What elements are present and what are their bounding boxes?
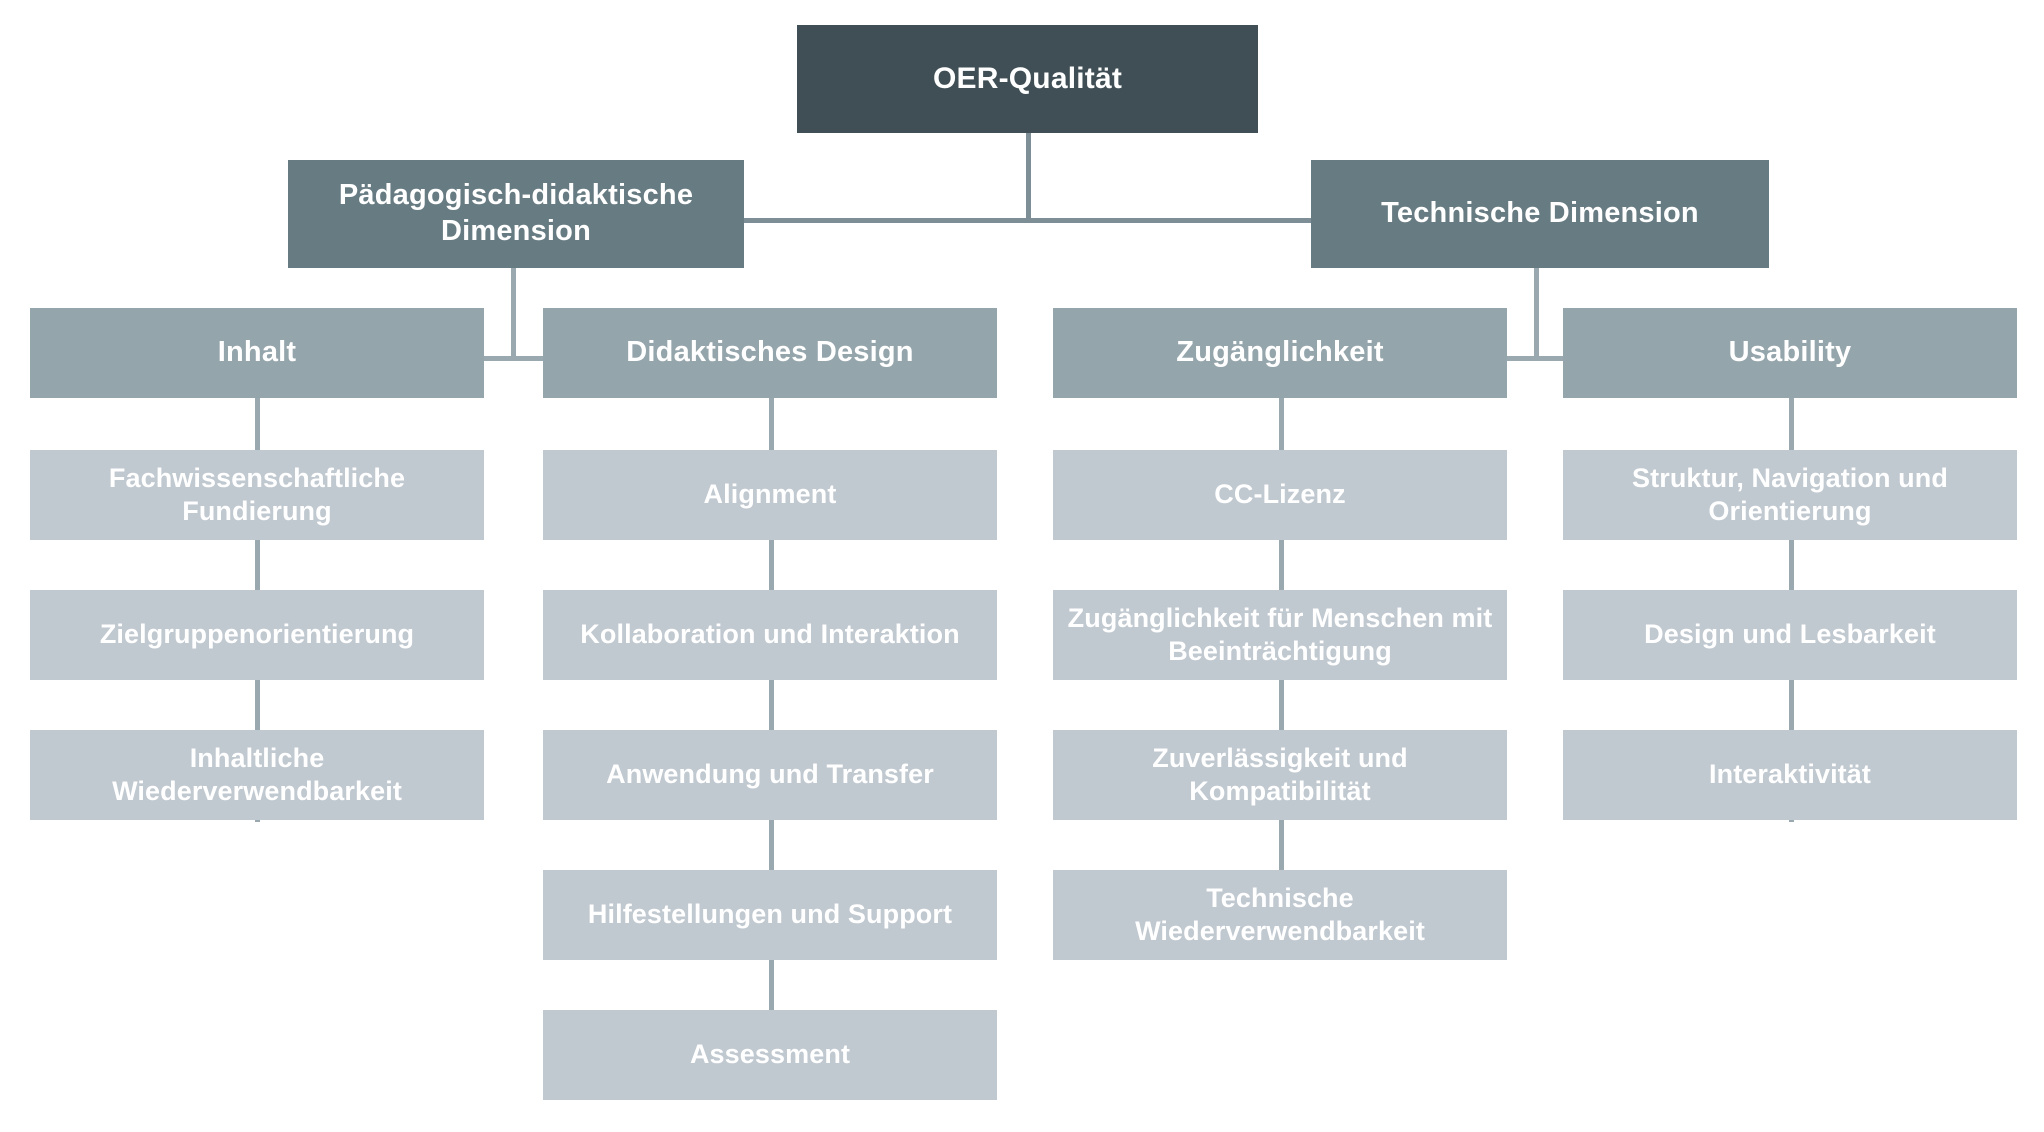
node-inhaltliche-wiederverwendbarkeit[interactable]: Inhaltliche Wiederverwendbarkeit [30, 730, 484, 820]
node-label: CC-Lizenz [1214, 479, 1346, 510]
node-didaktisches-design[interactable]: Didaktisches Design [543, 308, 997, 398]
node-technische-dimension[interactable]: Technische Dimension [1311, 160, 1769, 268]
node-label: Interaktivität [1709, 759, 1871, 790]
node-usability[interactable]: Usability [1563, 308, 2017, 398]
node-design-und-lesbarkeit[interactable]: Design und Lesbarkeit [1563, 590, 2017, 680]
node-technische-wiederverwendbarkeit[interactable]: Technische Wiederverwendbarkeit [1053, 870, 1507, 960]
connector-paed-stem [511, 268, 516, 360]
node-paedagogisch-didaktische-dimension[interactable]: Pädagogisch-didaktische Dimension [288, 160, 744, 268]
node-label: Zielgruppenorientierung [99, 619, 415, 650]
connector-paed-to-categories [480, 356, 548, 361]
node-label: Zugänglichkeit für Menschen mit Beeinträ… [1067, 602, 1493, 666]
node-zugaenglichkeit[interactable]: Zugänglichkeit [1053, 308, 1507, 398]
connector-tech-stem [1534, 218, 1539, 360]
node-label: Inhaltliche Wiederverwendbarkeit [112, 742, 402, 806]
node-label: Kollaboration und Interaktion [580, 619, 960, 650]
node-label: Zuverlässigkeit und Kompatibilität [1152, 742, 1408, 806]
connector-root-stem [1026, 133, 1031, 222]
node-label: Alignment [703, 479, 837, 510]
node-label: Assessment [689, 1039, 851, 1070]
node-label: Usability [1728, 336, 1852, 369]
node-label: OER-Qualität [932, 62, 1123, 96]
node-alignment[interactable]: Alignment [543, 450, 997, 540]
node-label: Didaktisches Design [626, 336, 914, 369]
node-anwendung-und-transfer[interactable]: Anwendung und Transfer [543, 730, 997, 820]
node-zielgruppenorientierung[interactable]: Zielgruppenorientierung [30, 590, 484, 680]
node-label: Struktur, Navigation und Orientierung [1632, 462, 1948, 526]
node-label: Inhalt [217, 336, 297, 369]
connector-tech-to-categories [1503, 356, 1571, 361]
connector-root-to-dimensions [740, 218, 1315, 223]
node-oer-qualitaet[interactable]: OER-Qualität [797, 25, 1258, 133]
node-cc-lizenz[interactable]: CC-Lizenz [1053, 450, 1507, 540]
node-label: Zugänglichkeit [1176, 336, 1384, 369]
node-interaktivitaet[interactable]: Interaktivität [1563, 730, 2017, 820]
node-label: Technische Dimension [1381, 197, 1699, 230]
node-label: Technische Wiederverwendbarkeit [1135, 882, 1425, 946]
node-hilfestellungen-und-support[interactable]: Hilfestellungen und Support [543, 870, 997, 960]
node-struktur-navigation-und-orientierung[interactable]: Struktur, Navigation und Orientierung [1563, 450, 2017, 540]
node-kollaboration-und-interaktion[interactable]: Kollaboration und Interaktion [543, 590, 997, 680]
node-zuverlaessigkeit-und-kompatibilitaet[interactable]: Zuverlässigkeit und Kompatibilität [1053, 730, 1507, 820]
node-label: Fachwissenschaftliche Fundierung [108, 462, 406, 526]
node-inhalt[interactable]: Inhalt [30, 308, 484, 398]
node-fachwissenschaftliche-fundierung[interactable]: Fachwissenschaftliche Fundierung [30, 450, 484, 540]
node-label: Design und Lesbarkeit [1644, 619, 1936, 650]
node-label: Hilfestellungen und Support [587, 899, 953, 930]
node-label: Anwendung und Transfer [606, 759, 934, 790]
node-label: Pädagogisch-didaktische Dimension [338, 179, 694, 247]
node-zugaenglichkeit-fuer-menschen-mit-beeintraechtigung[interactable]: Zugänglichkeit für Menschen mit Beeinträ… [1053, 590, 1507, 680]
node-assessment[interactable]: Assessment [543, 1010, 997, 1100]
